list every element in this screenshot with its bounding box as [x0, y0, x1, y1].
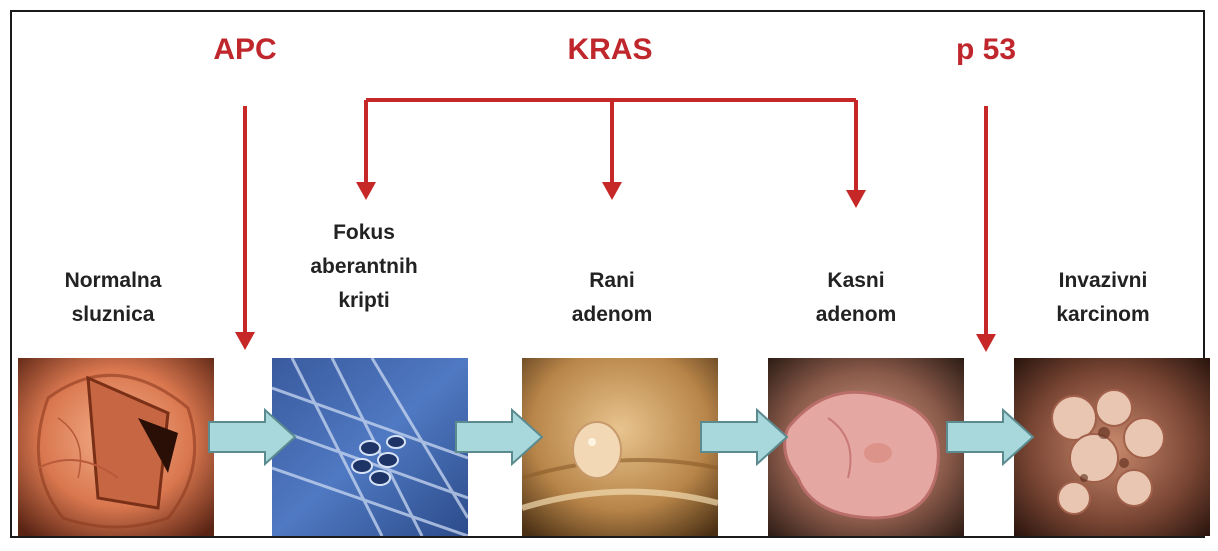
progression-arrow — [945, 408, 1035, 466]
stage-label-line: Kasni — [756, 264, 956, 298]
stage-label-line: Invazivni — [1003, 264, 1203, 298]
gene-label-p53: p 53 — [956, 33, 1016, 67]
early-adenoma-photo — [522, 358, 718, 536]
stage-label-line: aberantnih — [264, 250, 464, 284]
stage-label-line: adenom — [756, 298, 956, 332]
stage-label-line: Normalna — [13, 264, 213, 298]
stage-label-line: Fokus — [264, 216, 464, 250]
progression-arrow — [699, 408, 789, 466]
gene-arrowhead — [602, 182, 622, 200]
normal-mucosa-photo — [18, 358, 214, 536]
stage-label-late: Kasni adenom — [756, 264, 956, 332]
progression-arrow — [454, 408, 544, 466]
gene-arrowhead — [235, 332, 255, 350]
stage-label-line: adenom — [512, 298, 712, 332]
gene-arrowhead — [976, 334, 996, 352]
stage-label-acf: Fokus aberantnih kripti — [264, 216, 464, 318]
gene-label-apc: APC — [213, 33, 276, 67]
stage-label-early: Rani adenom — [512, 264, 712, 332]
stage-label-line: Rani — [512, 264, 712, 298]
stage-label-normal: Normalna sluznica — [13, 264, 213, 332]
stage-label-line: kripti — [264, 284, 464, 318]
stage-label-line: sluznica — [13, 298, 213, 332]
gene-arrowhead — [356, 182, 376, 200]
gene-label-kras: KRAS — [567, 33, 652, 67]
invasive-carcinoma-photo — [1014, 358, 1210, 536]
late-adenoma-photo — [768, 358, 964, 536]
stage-label-line: karcinom — [1003, 298, 1203, 332]
progression-arrow — [207, 408, 297, 466]
stage-label-carcinoma: Invazivni karcinom — [1003, 264, 1203, 332]
gene-arrowhead — [846, 190, 866, 208]
aberrant-crypt-focus-photo — [272, 358, 468, 536]
